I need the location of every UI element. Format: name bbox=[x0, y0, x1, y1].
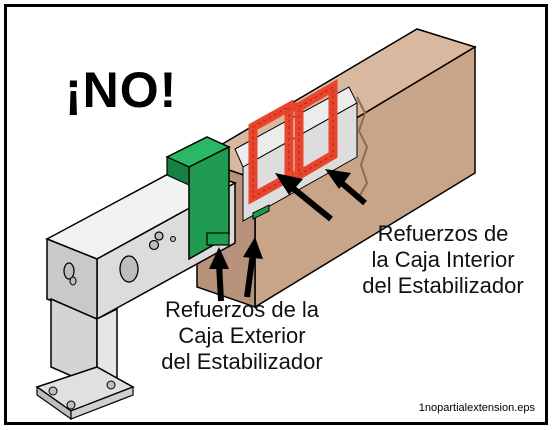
warning-frame: ¡NO! Refuerzos de la Caja Interior del E… bbox=[4, 4, 548, 425]
extended-inner-tube bbox=[35, 164, 237, 421]
outer-reinforcement-label: Refuerzos de la Caja Exterior del Estabi… bbox=[137, 297, 347, 375]
arrow-outer-2 bbox=[243, 237, 263, 298]
inner-label-line-1: Refuerzos de bbox=[377, 221, 509, 246]
arrow-outer-1 bbox=[209, 247, 229, 302]
arrow-inner-2 bbox=[325, 169, 367, 206]
inner-label-line-2: la Caja Interior bbox=[371, 247, 515, 272]
inner-reinforcement-label: Refuerzos de la Caja Interior del Estabi… bbox=[343, 221, 543, 299]
outer-label-line-2: Caja Exterior bbox=[178, 323, 306, 348]
outer-label-line-3: del Estabilizador bbox=[161, 349, 323, 374]
warning-title: ¡NO! bbox=[65, 62, 178, 118]
inner-label-line-3: del Estabilizador bbox=[362, 273, 524, 298]
file-name-caption: 1nopartialextension.eps bbox=[418, 402, 535, 414]
outer-box-clamp bbox=[165, 136, 270, 261]
arrows bbox=[209, 169, 367, 302]
outer-label-line-1: Refuerzos de la bbox=[164, 297, 320, 322]
stabilizer-illustration bbox=[35, 28, 477, 421]
arrow-inner-1 bbox=[275, 173, 333, 222]
